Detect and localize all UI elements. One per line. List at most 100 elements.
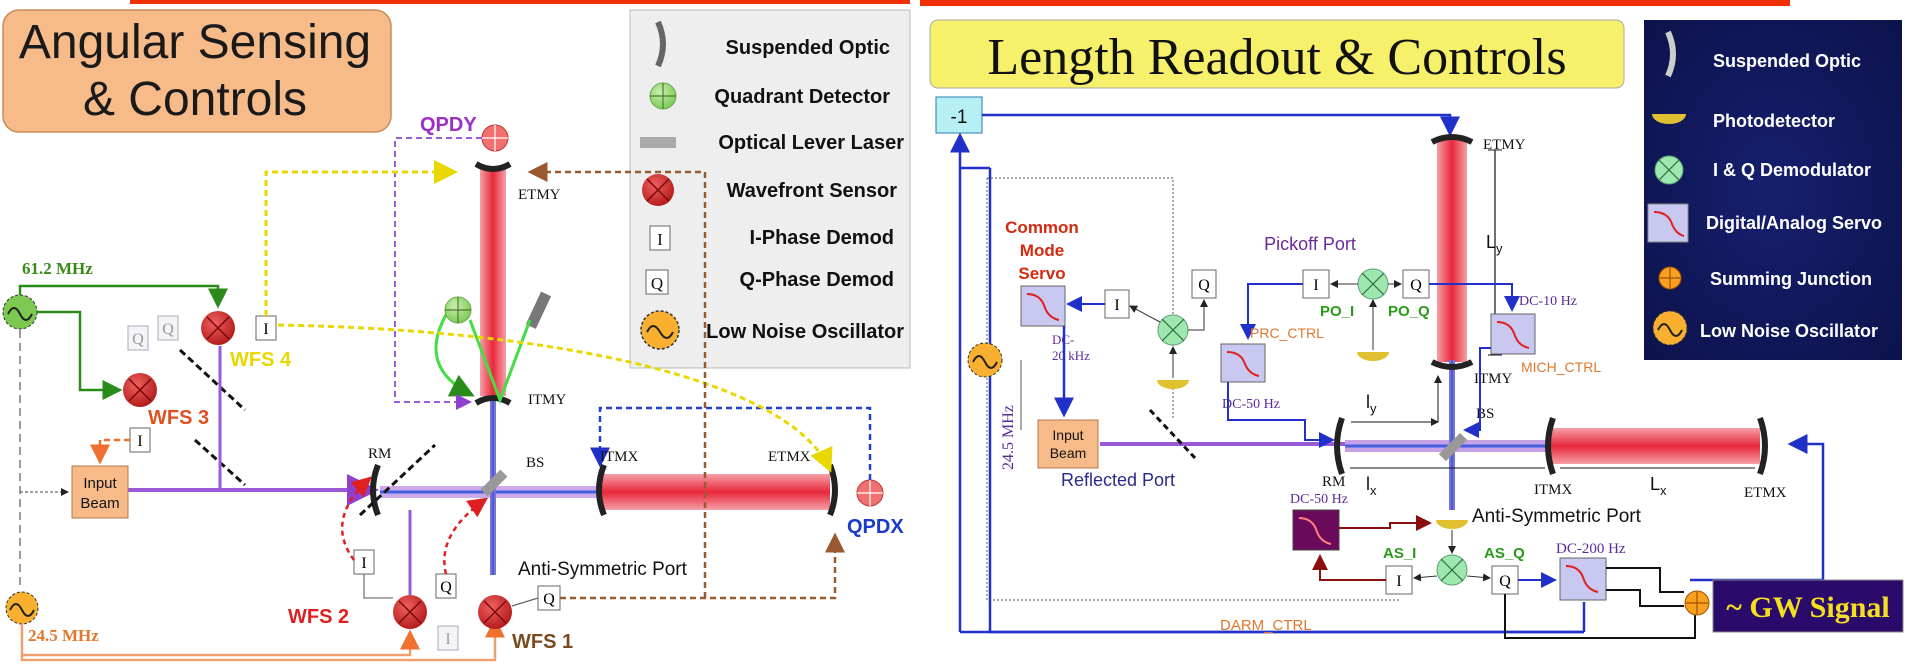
itmx-label: ITMX [1534, 482, 1572, 498]
svg-text:DC-10 Hz: DC-10 Hz [1519, 294, 1577, 309]
refl-photodetector [1157, 380, 1189, 389]
sly-label: ly [1366, 392, 1377, 416]
angular-title-box [2, 9, 392, 133]
po-i-box [1302, 269, 1330, 299]
svg-text:-1: -1 [951, 107, 968, 128]
etmx-mirror [827, 463, 838, 517]
wfs2-label: WFS 2 [288, 606, 349, 628]
etmy-mirror [474, 161, 512, 172]
svg-text:Common: Common [1005, 218, 1079, 237]
etmy-mirror [1430, 134, 1474, 145]
pickoff-port-label: Pickoff Port [1264, 234, 1356, 254]
y-arm-beam [1437, 140, 1467, 362]
rm-label: RM [1322, 474, 1345, 490]
etmx-label: ETMX [768, 449, 811, 465]
darm-ctrl-label: DARM_CTRL [1220, 617, 1312, 634]
svg-text:Q: Q [440, 579, 452, 596]
optical-lever-laser [525, 291, 552, 329]
angular-legend [629, 9, 911, 369]
svg-text:Q: Q [1410, 277, 1422, 294]
svg-text:DC-50 Hz: DC-50 Hz [1290, 492, 1348, 507]
svg-text:PO_Q: PO_Q [1388, 303, 1430, 320]
wfs1-i-box [437, 625, 459, 651]
bs-optic [480, 469, 508, 497]
svg-text:DC-50 Hz: DC-50 Hz [1222, 397, 1280, 412]
pickoff-photodetector [1357, 352, 1389, 361]
wfs4-q-box [157, 315, 179, 341]
wfs1-label: WFS 1 [512, 631, 573, 653]
bs-label: BS [1476, 406, 1494, 422]
svg-text:I: I [1396, 573, 1401, 590]
itmy-mirror [1430, 359, 1474, 370]
gw-signal-box [1712, 579, 1904, 633]
etmy-label: ETMY [518, 187, 561, 203]
length-legend [1644, 20, 1902, 360]
minus-one-box [935, 96, 983, 134]
svg-text:Mode: Mode [1020, 241, 1064, 260]
etmx-label: ETMX [1744, 485, 1787, 501]
ly-label: Ly [1486, 232, 1503, 256]
svg-text:Q: Q [1198, 277, 1210, 294]
svg-text:Q: Q [1499, 573, 1511, 590]
as-port-label: Anti-Symmetric Port [1472, 506, 1642, 527]
length-panel: Length Readout & Controls Suspended Opti… [929, 19, 1904, 639]
cms-q-box [1191, 269, 1217, 299]
svg-text:PO_I: PO_I [1320, 303, 1354, 320]
q-phase-icon [645, 269, 669, 295]
itmy-label: ITMY [528, 392, 566, 408]
svg-text:Q: Q [651, 274, 663, 293]
svg-text:Servo: Servo [1018, 264, 1065, 283]
rm-mirror [370, 463, 381, 517]
as-photodetector [1436, 520, 1468, 529]
legend-label: Photodetector [1713, 111, 1835, 131]
prc-servo [1220, 343, 1266, 383]
rm-mirror [1334, 416, 1345, 476]
lx-label: Lx [1650, 474, 1667, 498]
reflected-port-label: Reflected Port [1061, 470, 1175, 490]
rm-label: RM [368, 446, 391, 462]
svg-text:I: I [263, 321, 268, 338]
qpdy-label: QPDY [420, 114, 477, 136]
itmx-mirror [596, 463, 607, 517]
svg-text:MICH_CTRL: MICH_CTRL [1521, 359, 1601, 375]
svg-text:AS_I: AS_I [1383, 545, 1416, 562]
rm-pickoff [358, 443, 437, 517]
top-bar-right [920, 0, 1790, 6]
as-i-box [1385, 565, 1413, 595]
etmy-label: ETMY [1483, 137, 1526, 153]
svg-text:I: I [137, 433, 142, 450]
angular-title-line1: Angular Sensing [19, 16, 371, 69]
svg-text:Beam: Beam [1050, 445, 1087, 461]
i-phase-icon [649, 225, 671, 251]
suspended-optic-icon [655, 20, 666, 68]
freq-24-label: 24.5 MHz [1000, 405, 1017, 470]
qpdx-label: QPDX [847, 516, 904, 538]
itmy-label: ITMY [1474, 371, 1512, 387]
legend-label: Suspended Optic [1713, 51, 1861, 71]
input-beam-box [1037, 419, 1099, 469]
photodetector-icon [1652, 114, 1686, 124]
svg-text:I: I [1114, 297, 1119, 314]
legend-label: Summing Junction [1710, 269, 1872, 289]
legend-label: Wavefront Sensor [727, 180, 898, 202]
svg-text:I: I [361, 555, 366, 572]
svg-text:Q: Q [543, 591, 555, 608]
legend-label: Digital/Analog Servo [1706, 213, 1882, 233]
length-title-box [929, 19, 1625, 89]
svg-text:Q: Q [162, 321, 174, 338]
as-port-label: Anti-Symmetric Port [518, 559, 688, 580]
input-beam-box [71, 465, 129, 519]
wfs4-label: WFS 4 [230, 349, 292, 371]
angular-title-line2: & Controls [83, 73, 307, 126]
legend-label: Quadrant Detector [714, 86, 890, 108]
itmy-mirror [474, 395, 512, 406]
legend-label: Low Noise Oscillator [1700, 321, 1878, 341]
angular-panel: Angular Sensing & Controls Suspended Opt… [2, 9, 911, 662]
svg-text:Beam: Beam [80, 495, 119, 512]
svg-text:Q: Q [132, 331, 144, 348]
svg-text:PRC_CTRL: PRC_CTRL [1250, 325, 1324, 341]
svg-text:Input: Input [1052, 427, 1083, 443]
legend-label: I-Phase Demod [750, 227, 894, 249]
legend-label: I & Q Demodulator [1713, 160, 1871, 180]
